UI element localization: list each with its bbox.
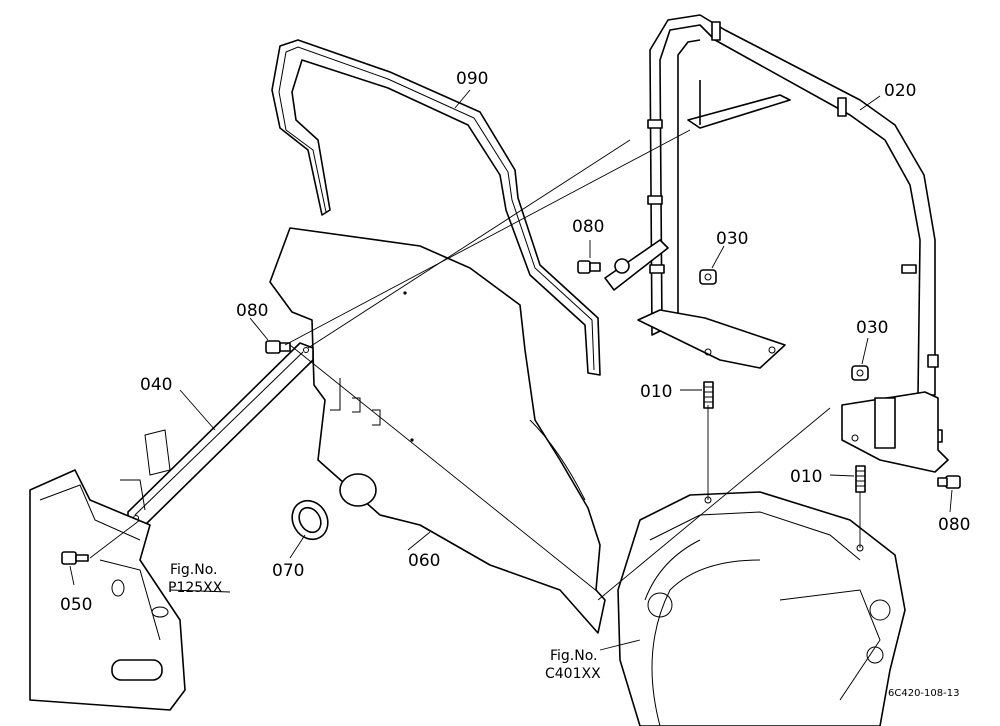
part-050-bolt: [61, 551, 89, 565]
part-070-grommet: [291, 499, 329, 541]
callout-080-mid: 080: [572, 217, 604, 237]
callout-010-right: 010: [790, 467, 822, 487]
part-030-nut-left: [699, 269, 717, 285]
part-030-nut-right: [851, 365, 869, 381]
part-040-stay: [127, 342, 314, 526]
part-080-bolt-right: [937, 475, 961, 489]
callout-050: 050: [60, 595, 92, 615]
callout-030-right: 030: [856, 318, 888, 338]
leader-lines: [69, 89, 953, 651]
chassis-frame: [29, 429, 186, 711]
fig-ref-p-code: P125XX: [168, 580, 223, 596]
callout-060: 060: [408, 551, 440, 571]
part-010-stud-left: [703, 381, 714, 409]
part-090-bar: [271, 39, 601, 376]
callout-020: 020: [884, 81, 916, 101]
part-010-stud-right: [855, 465, 866, 493]
fig-ref-c-code: C401XX: [545, 666, 601, 682]
fig-ref-c-label: Fig.No.: [550, 648, 598, 664]
callout-090: 090: [456, 69, 488, 89]
diagram-code: 6C420-108-13: [888, 688, 959, 699]
fig-ref-p-label: Fig.No.: [170, 562, 218, 578]
callout-010-left: 010: [640, 382, 672, 402]
part-020-frame: [604, 14, 949, 473]
part-080-bolt-left: [265, 340, 291, 354]
clutch-housing: [617, 491, 906, 726]
callout-080-right: 080: [938, 515, 970, 535]
callout-030-left: 030: [716, 229, 748, 249]
part-080-bolt-mid: [577, 260, 601, 274]
callout-070: 070: [272, 561, 304, 581]
callout-040: 040: [140, 375, 172, 395]
callout-080-left: 080: [236, 301, 268, 321]
